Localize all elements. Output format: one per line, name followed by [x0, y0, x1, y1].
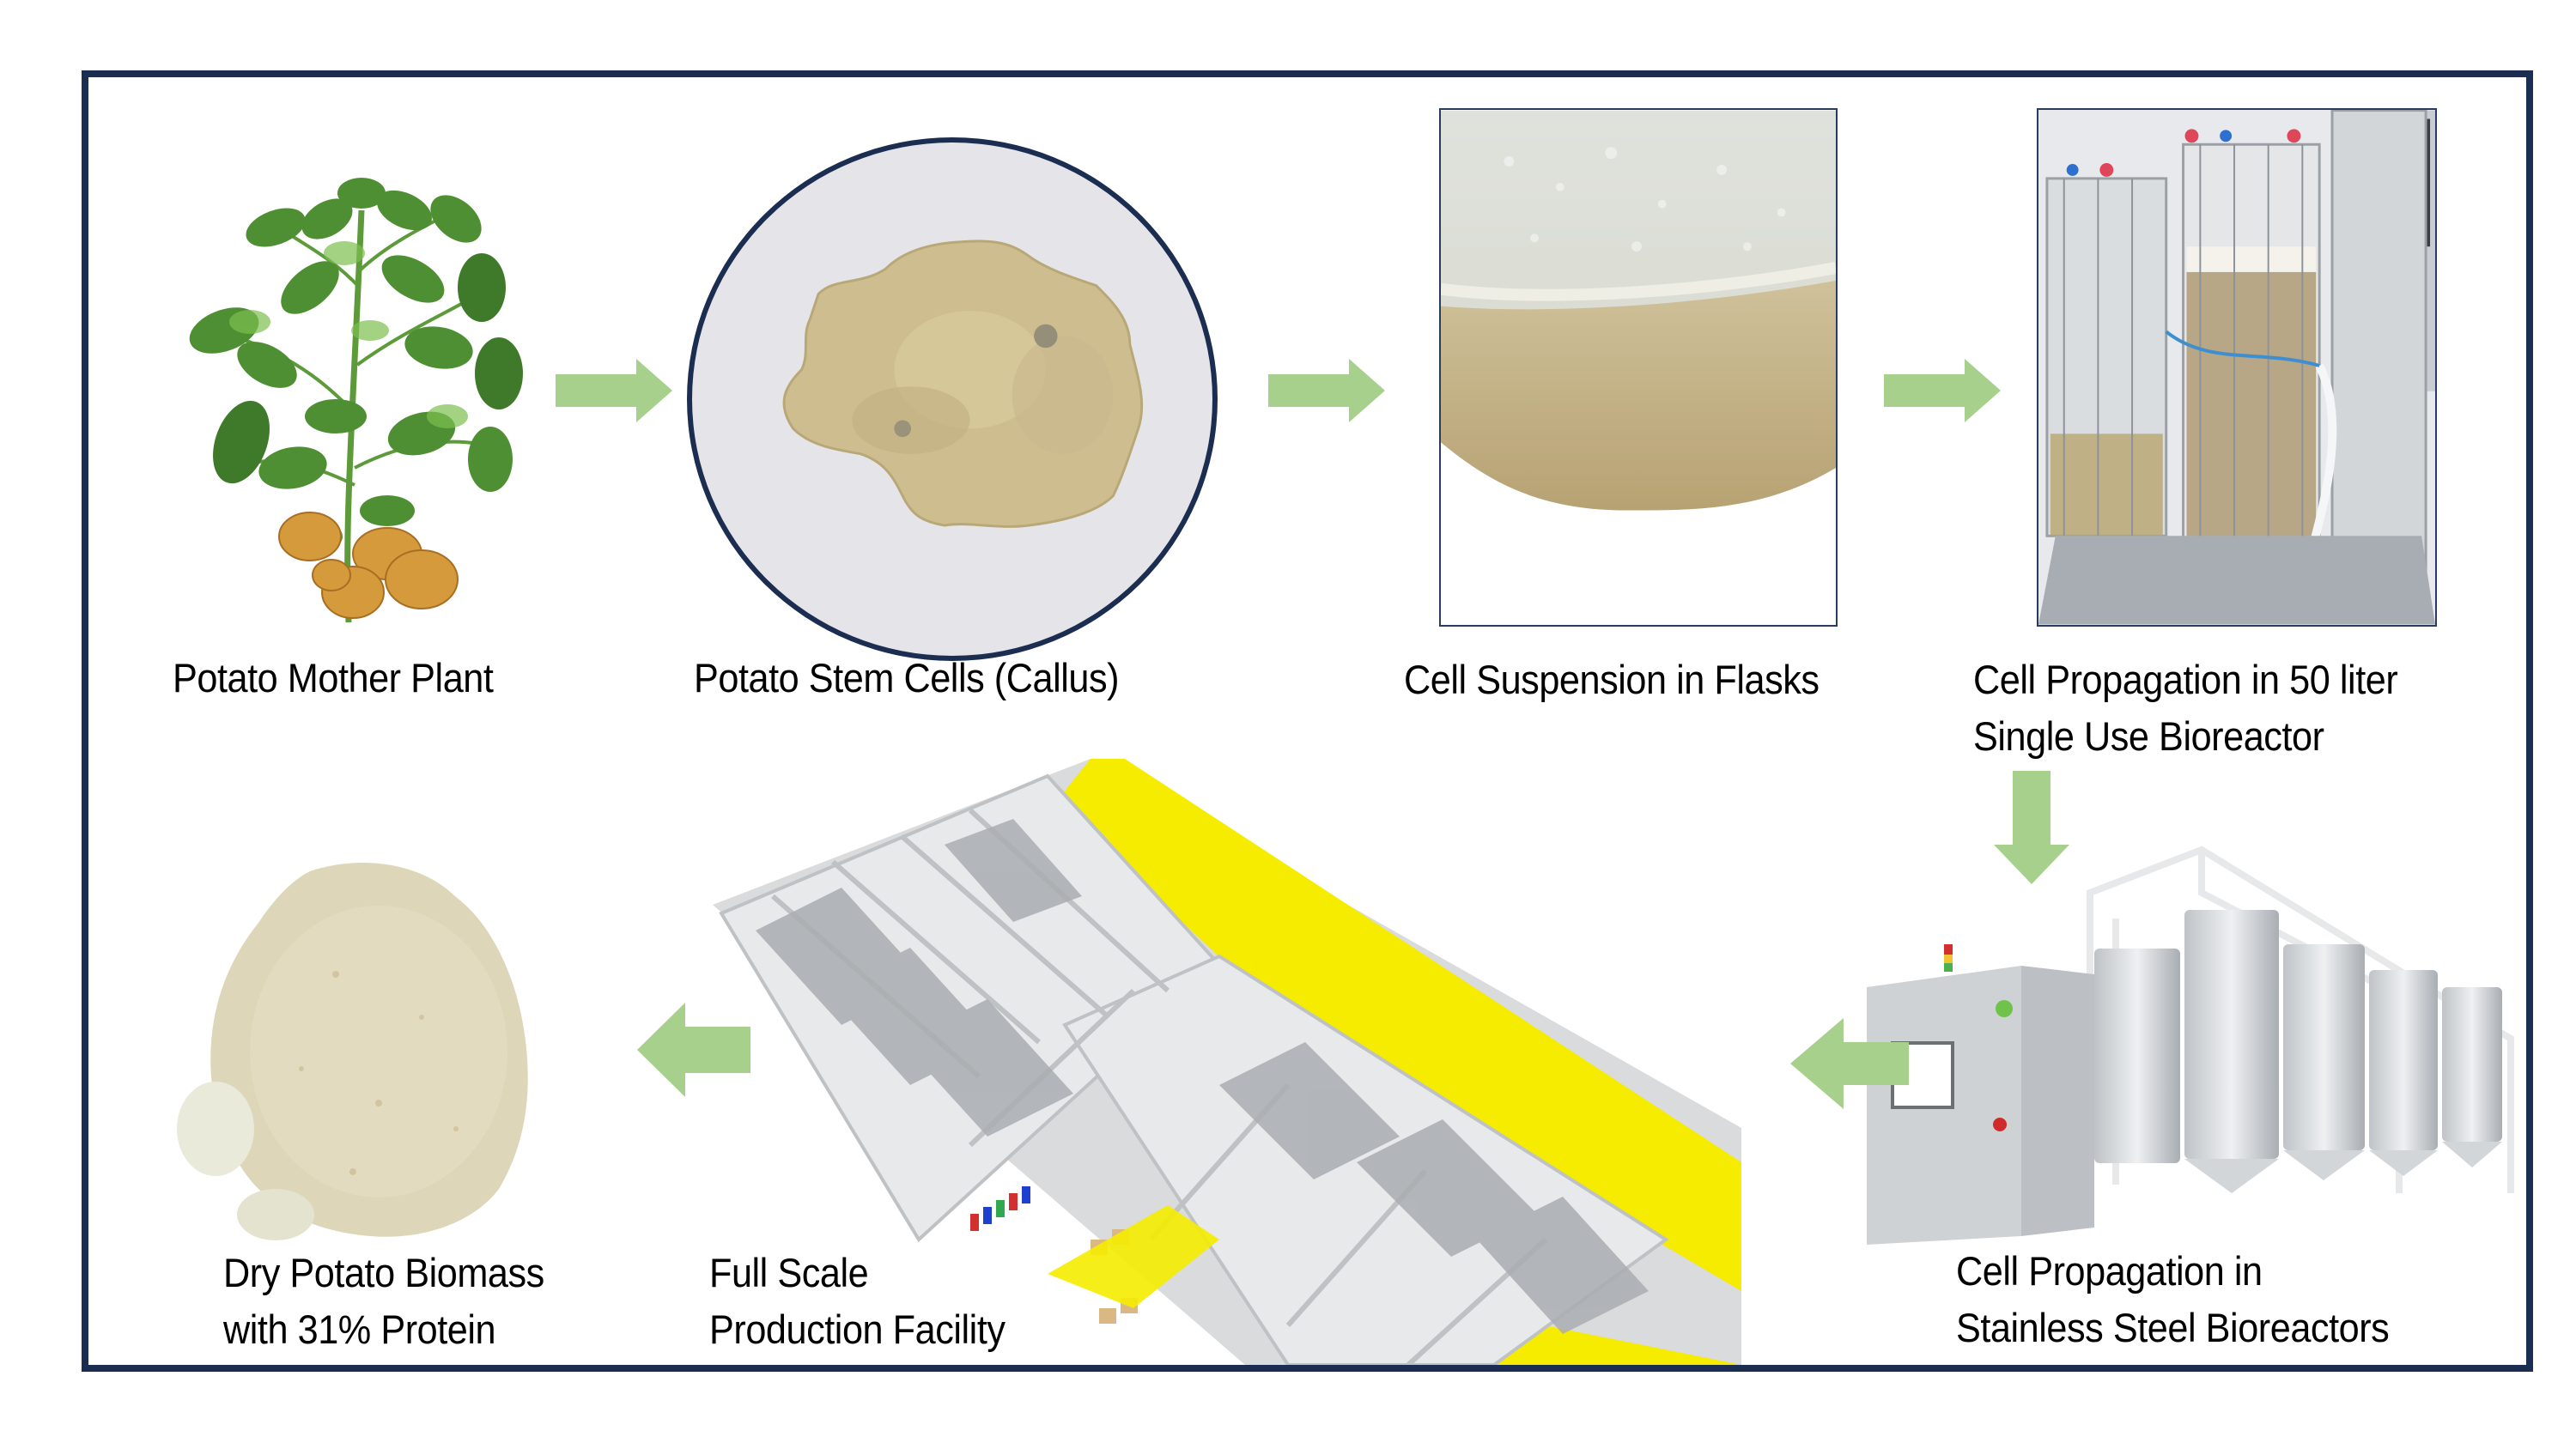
flask-photo	[1439, 108, 1838, 627]
label-steel-bioreactors: Cell Propagation in Stainless Steel Bior…	[1956, 1248, 2390, 1350]
dry-potato-powder-image	[164, 846, 593, 1249]
arrow-right-icon	[556, 359, 672, 422]
arrow-left-icon	[637, 1003, 750, 1097]
potato-plant-image	[164, 159, 542, 627]
arrow-right-icon	[1268, 359, 1385, 422]
production-facility-image	[687, 759, 1741, 1365]
label-stem-cells: Potato Stem Cells (Callus)	[694, 655, 1120, 700]
label-dry-biomass: Dry Potato Biomass with 31% Protein	[223, 1250, 544, 1352]
label-flask: Cell Suspension in Flasks	[1404, 657, 1820, 702]
arrow-right-icon	[1884, 359, 2001, 422]
callus-circle	[687, 137, 1218, 661]
single-use-bioreactor-photo	[2037, 108, 2437, 627]
label-facility: Full Scale Production Facility	[709, 1250, 1005, 1352]
arrow-left-icon	[1790, 1018, 1909, 1109]
figure-frame	[82, 70, 2533, 1372]
label-single-use-bioreactor: Cell Propagation in 50 liter Single Use …	[1973, 657, 2398, 759]
arrow-down-icon	[1994, 771, 2069, 884]
label-mother-plant: Potato Mother Plant	[173, 655, 494, 700]
stainless-steel-bioreactors-image	[1807, 824, 2562, 1253]
